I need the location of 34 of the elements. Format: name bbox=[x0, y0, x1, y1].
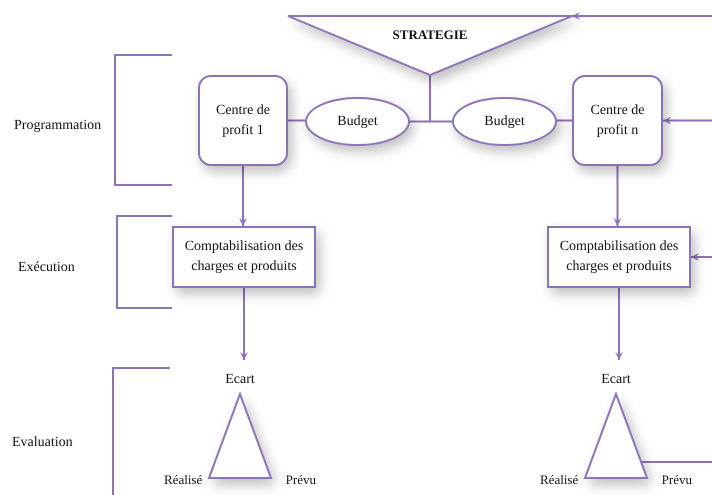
node-text: Comptabilisation des charges et produits bbox=[558, 238, 680, 276]
arrow bbox=[240, 288, 248, 360]
vertex-label: Prévu bbox=[286, 471, 316, 489]
node-text: Centre de profit n bbox=[589, 102, 646, 140]
node-text: STRATEGIE bbox=[392, 26, 468, 44]
process-box bbox=[198, 75, 288, 166]
arrow bbox=[239, 166, 247, 226]
arrow bbox=[615, 288, 623, 360]
node-text: Centre de profit 1 bbox=[214, 102, 272, 140]
phase-label: Programmation bbox=[14, 118, 102, 134]
connector-line bbox=[288, 120, 305, 122]
strategy-triangle bbox=[288, 16, 572, 75]
node-text: Budget bbox=[336, 112, 379, 130]
node-text: Ecart bbox=[224, 371, 256, 389]
process-box bbox=[547, 226, 691, 288]
phase-label: Exécution bbox=[18, 260, 75, 276]
arrow bbox=[691, 253, 712, 261]
budget-ellipse bbox=[452, 97, 557, 146]
vertex-label: Prévu bbox=[662, 471, 692, 489]
node-text: Comptabilisation des charges et produits bbox=[184, 238, 304, 276]
arrow bbox=[614, 166, 622, 226]
arrow bbox=[663, 116, 712, 124]
connector-line bbox=[429, 75, 452, 122]
process-box bbox=[172, 226, 316, 288]
node-text: Budget bbox=[483, 112, 526, 130]
vertex-label: Réalisé bbox=[540, 471, 578, 489]
vertex-label: Réalisé bbox=[164, 471, 202, 489]
process-box bbox=[572, 75, 663, 166]
arrow bbox=[572, 12, 712, 20]
budget-ellipse bbox=[305, 97, 410, 146]
phase-label: Evaluation bbox=[12, 435, 73, 451]
node-text: Ecart bbox=[600, 371, 632, 389]
connector-line bbox=[641, 461, 712, 463]
connector-line bbox=[557, 120, 572, 122]
